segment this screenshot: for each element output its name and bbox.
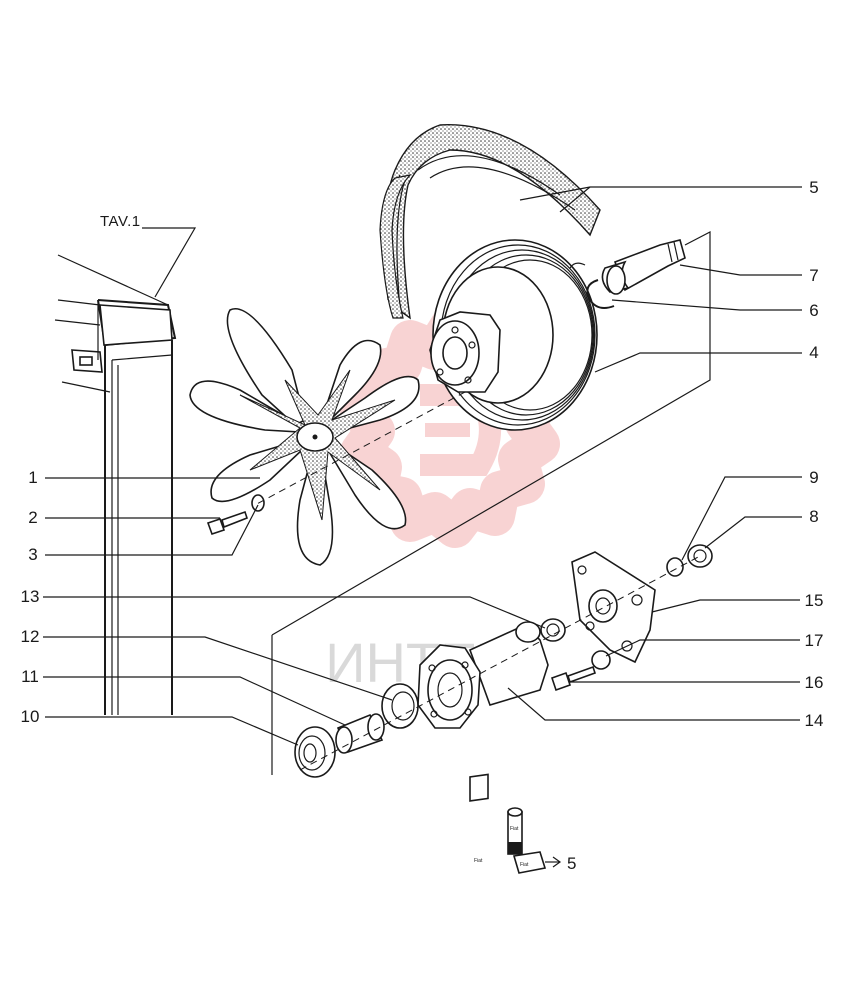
callout-15: 15: [805, 591, 824, 610]
callout-13: 13: [21, 587, 40, 606]
washer-9: [666, 557, 684, 577]
fan-pulley: [429, 239, 598, 431]
reference-leader: [142, 227, 197, 298]
cover-plate: [571, 551, 656, 664]
drive-belts: [379, 124, 601, 320]
callout-2: 2: [28, 508, 37, 527]
radiator-outline: [54, 254, 177, 715]
kit-tag-1: Fiat: [474, 858, 483, 864]
callout-10: 10: [21, 707, 40, 726]
spacer-11: [335, 713, 385, 754]
axis-centerline: [254, 391, 466, 506]
callout-16: 16: [805, 673, 824, 692]
kit-reference: Fiat Fiat Fiat 5: [469, 773, 576, 874]
leader-lines: [43, 186, 802, 746]
exploded-zone: [271, 231, 711, 636]
bolt-16: [550, 665, 597, 692]
bolt-2: [206, 510, 248, 536]
reference-label: TAV.1: [100, 213, 141, 230]
callout-6: 6: [809, 301, 818, 320]
callout-7: 7: [809, 266, 818, 285]
callout-14: 14: [805, 711, 824, 730]
kit-tag-3: Fiat: [520, 862, 529, 868]
bearing-10: [294, 726, 336, 778]
shaft: [601, 239, 686, 295]
callout-3: 3: [28, 545, 37, 564]
seal-13: [540, 618, 566, 642]
kit-callout: 5: [567, 854, 576, 873]
hub-housing: [417, 621, 549, 729]
bearing-12: [381, 683, 419, 729]
callout-11: 11: [21, 667, 39, 686]
kit-tag-2: Fiat: [510, 826, 519, 832]
fan: [189, 308, 420, 566]
callout-4: 4: [809, 343, 818, 362]
callout-8: 8: [809, 507, 818, 526]
snap-ring: [586, 279, 615, 309]
callout-5: 5: [809, 178, 818, 197]
callout-1: 1: [28, 468, 37, 487]
callout-9: 9: [809, 468, 818, 487]
nut-8: [687, 544, 713, 568]
callout-12: 12: [21, 627, 40, 646]
washer-17: [591, 650, 611, 670]
callout-17: 17: [805, 631, 824, 650]
